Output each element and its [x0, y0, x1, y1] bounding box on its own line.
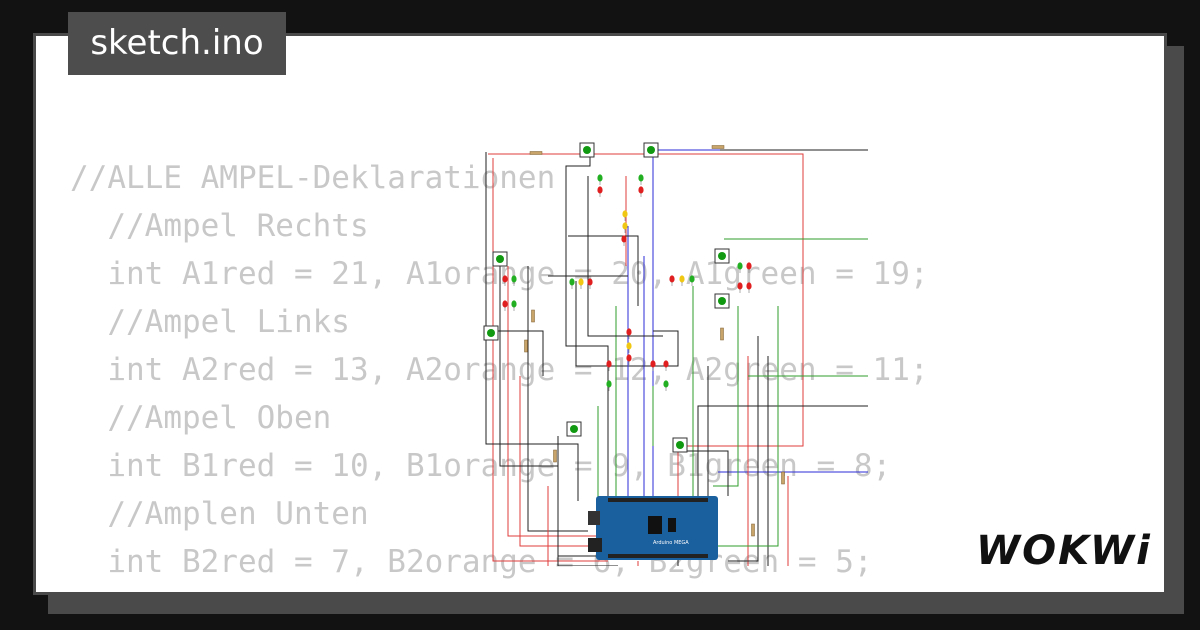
led-icon	[638, 186, 644, 194]
led-icon	[622, 222, 628, 230]
wire	[637, 356, 749, 566]
code-line: int B2red = 7, B2orange = 6, B2green = 5…	[70, 544, 873, 580]
wire	[507, 266, 598, 537]
wire	[697, 149, 868, 501]
usb-port	[588, 538, 602, 552]
led-icon	[746, 282, 752, 290]
code-line: //Ampel Oben	[70, 400, 332, 436]
file-tab[interactable]: sketch.ino	[68, 12, 286, 75]
led-icon	[626, 342, 632, 350]
wire	[496, 330, 544, 376]
code-background: //ALLE AMPEL-Deklarationen //Ampel Recht…	[70, 154, 929, 586]
led-icon	[669, 275, 675, 283]
led-icon	[737, 282, 743, 290]
led-icon	[511, 300, 517, 308]
led-icon	[597, 186, 603, 194]
button-cap-icon	[487, 329, 495, 337]
code-line: //Amplen Unten	[70, 496, 369, 532]
wire	[677, 356, 769, 566]
chip-icon	[668, 518, 676, 532]
wire-layer	[485, 149, 868, 566]
wire	[587, 176, 663, 337]
wire	[527, 266, 588, 532]
resistor-icon	[531, 309, 535, 323]
led-icon	[689, 275, 695, 283]
wire	[728, 336, 759, 562]
button-cap-icon	[496, 255, 504, 263]
resistor-icon	[720, 327, 724, 341]
code-line: //ALLE AMPEL-Deklarationen	[70, 160, 556, 196]
board-label: Arduino MEGA	[653, 540, 689, 546]
header-pins	[608, 498, 708, 502]
led-icon	[569, 278, 575, 286]
led-icon	[587, 278, 593, 286]
led-icon	[663, 380, 669, 388]
led-icon	[650, 360, 656, 368]
wire	[547, 486, 549, 566]
wire	[565, 150, 609, 501]
led-icon	[626, 354, 632, 362]
resistor-icon	[711, 145, 725, 149]
resistor-icon	[553, 449, 557, 463]
button-cap-icon	[676, 441, 684, 449]
wire	[713, 306, 739, 487]
wire	[568, 235, 639, 306]
led-icon	[511, 275, 517, 283]
preview-card: //ALLE AMPEL-Deklarationen //Ampel Recht…	[33, 33, 1167, 595]
led-icon	[597, 174, 603, 182]
led-icon	[578, 278, 584, 286]
led-icon	[606, 360, 612, 368]
led-icon	[622, 210, 628, 218]
led-icon	[737, 262, 743, 270]
arduino-mega-board: Arduino MEGA	[588, 496, 718, 560]
wire	[488, 153, 804, 501]
code-line: int A2red = 13, A2orange = 12, A2green =…	[70, 352, 929, 388]
code-line: //Ampel Rechts	[70, 208, 369, 244]
wire	[485, 152, 579, 501]
header-pins	[608, 554, 708, 558]
wire	[678, 450, 729, 496]
button-cap-icon	[647, 146, 655, 154]
wire	[724, 238, 868, 377]
led-icon	[606, 380, 612, 388]
code-line: //Ampel Links	[70, 304, 350, 340]
wire	[575, 281, 679, 367]
wire	[787, 476, 789, 566]
led-icon	[746, 262, 752, 270]
led-icon	[502, 300, 508, 308]
led-icon	[621, 235, 627, 243]
led-icon	[679, 275, 685, 283]
code-line: int A1red = 21, A1orange = 20, A1green =…	[70, 256, 929, 292]
component-layer	[483, 142, 785, 537]
wokwi-logo: WOKWi	[976, 528, 1152, 574]
button-cap-icon	[583, 146, 591, 154]
led-icon	[626, 328, 632, 336]
circuit-diagram: Arduino MEGA	[483, 142, 868, 566]
resistor-icon	[751, 523, 755, 537]
led-icon	[502, 275, 508, 283]
wire	[718, 306, 779, 547]
button-cap-icon	[718, 252, 726, 260]
led-icon	[638, 174, 644, 182]
led-icon	[663, 360, 669, 368]
wire	[658, 149, 868, 473]
chip-icon	[648, 516, 662, 534]
button-cap-icon	[718, 297, 726, 305]
wire	[492, 158, 608, 562]
resistor-icon	[529, 151, 543, 155]
wire	[557, 436, 608, 557]
resistor-icon	[524, 339, 528, 353]
button-cap-icon	[570, 425, 578, 433]
power-jack	[588, 511, 600, 525]
resistor-icon	[781, 471, 785, 485]
